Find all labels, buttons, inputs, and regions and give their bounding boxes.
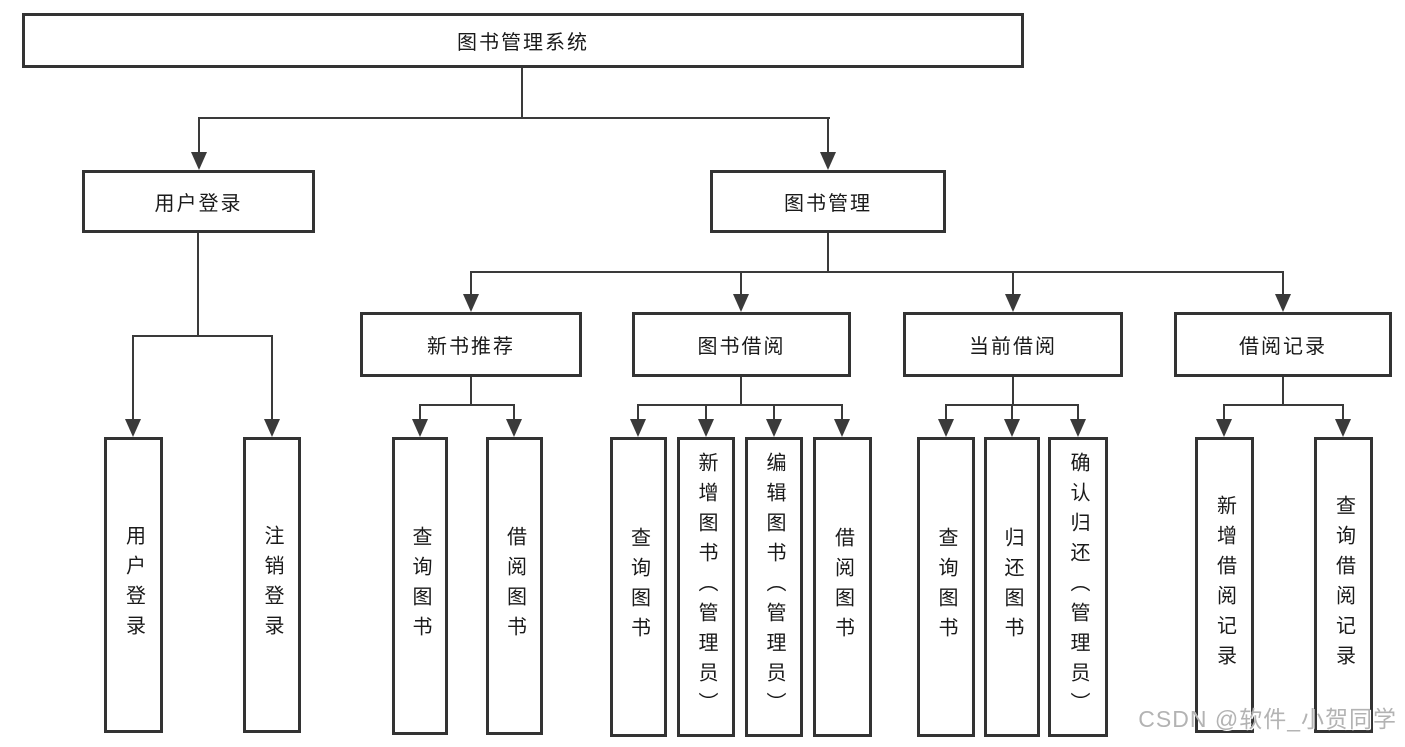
arrowhead-down [125, 419, 141, 437]
connector-g3-c1 [1342, 404, 1344, 421]
connector-g1-c3 [841, 404, 843, 421]
node-recommend-borrow-books: 借阅图书 [486, 437, 543, 735]
arrowhead-down [463, 294, 479, 312]
arrowhead-down [820, 152, 836, 170]
node-user-login: 用户登录 [82, 170, 315, 233]
connector-book-mgmt-branch [470, 271, 1284, 273]
leaf-label: 借阅图书 [503, 526, 526, 646]
connector-root-stem [521, 68, 523, 117]
connector-g2-c1 [1011, 404, 1013, 421]
connector-g1-branch [637, 404, 843, 406]
node-current-query-books: 查询图书 [917, 437, 975, 737]
node-borrow-records: 借阅记录 [1174, 312, 1392, 377]
arrowhead-down [1216, 419, 1232, 437]
connector-g3-c0 [1223, 404, 1225, 421]
connector-g0-c1 [513, 404, 515, 421]
leaf-label: 新增图书（管理员） [695, 452, 717, 722]
connector-g3-stem [1282, 377, 1284, 405]
node-book-management: 图书管理 [710, 170, 946, 233]
arrowhead-down [1275, 294, 1291, 312]
arrowhead-down [191, 152, 207, 170]
connector-book-mgmt-stem [827, 233, 829, 272]
node-borrow-query-books: 查询图书 [610, 437, 667, 737]
node-current-borrow: 当前借阅 [903, 312, 1123, 377]
node-add-book-admin: 新增图书（管理员） [677, 437, 735, 737]
leaf-label: 编辑图书（管理员） [763, 452, 785, 722]
node-new-book-recommend: 新书推荐 [360, 312, 582, 377]
arrowhead-down [630, 419, 646, 437]
leaf-label: 查询借阅记录 [1332, 495, 1355, 675]
connector-g2-c2 [1077, 404, 1079, 421]
leaf-label: 注销登录 [261, 525, 283, 645]
connector-g1-c2 [773, 404, 775, 421]
arrowhead-down [766, 419, 782, 437]
connector-g2-stem [1012, 377, 1014, 405]
leaf-label: 确认归还（管理员） [1067, 452, 1089, 722]
node-add-borrow-record: 新增借阅记录 [1195, 437, 1254, 733]
csdn-watermark: CSDN @软件_小贺同学 [1138, 706, 1397, 732]
connector-g0-c0 [419, 404, 421, 421]
connector-to-login-leaf [132, 335, 134, 419]
connector-to-user-login [198, 117, 200, 154]
node-confirm-return-admin: 确认归还（管理员） [1048, 437, 1108, 737]
leaf-label: 新增借阅记录 [1213, 495, 1236, 675]
connector-to-new-book [470, 271, 472, 296]
arrowhead-down [412, 419, 428, 437]
connector-to-current-borrow [1012, 271, 1014, 296]
node-recommend-query-books: 查询图书 [392, 437, 448, 735]
leaf-label: 查询图书 [935, 527, 957, 647]
node-logout-leaf: 注销登录 [243, 437, 301, 733]
connector-g3-branch [1223, 404, 1344, 406]
node-root: 图书管理系统 [22, 13, 1024, 68]
arrowhead-down [264, 419, 280, 437]
arrowhead-down [1004, 419, 1020, 437]
connector-g1-c1 [705, 404, 707, 421]
leaf-label: 用户登录 [122, 525, 145, 645]
connector-to-book-management [827, 117, 829, 154]
connector-g1-c0 [637, 404, 639, 421]
arrowhead-down [1070, 419, 1086, 437]
arrowhead-down [733, 294, 749, 312]
leaf-label: 借阅图书 [831, 527, 854, 647]
arrowhead-down [1335, 419, 1351, 437]
connector-root-branch [198, 117, 830, 119]
connector-to-borrow-records [1282, 271, 1284, 296]
node-edit-book-admin: 编辑图书（管理员） [745, 437, 803, 737]
connector-user-login-branch [132, 335, 273, 337]
arrowhead-down [1005, 294, 1021, 312]
node-borrow-books-leaf: 借阅图书 [813, 437, 872, 737]
arrowhead-down [938, 419, 954, 437]
node-book-borrow: 图书借阅 [632, 312, 851, 377]
arrowhead-down [834, 419, 850, 437]
node-return-book: 归还图书 [984, 437, 1040, 737]
connector-user-login-stem [197, 233, 199, 335]
leaf-label: 查询图书 [409, 526, 431, 646]
leaf-label: 归还图书 [1001, 527, 1023, 647]
leaf-label: 查询图书 [627, 527, 650, 647]
node-query-borrow-record: 查询借阅记录 [1314, 437, 1373, 733]
arrowhead-down [506, 419, 522, 437]
connector-g0-branch [419, 404, 515, 406]
connector-g1-stem [740, 377, 742, 405]
connector-to-logout-leaf [271, 335, 273, 419]
connector-g0-stem [470, 377, 472, 405]
connector-g2-c0 [945, 404, 947, 421]
node-user-login-leaf: 用户登录 [104, 437, 163, 733]
connector-to-book-borrow [740, 271, 742, 296]
arrowhead-down [698, 419, 714, 437]
